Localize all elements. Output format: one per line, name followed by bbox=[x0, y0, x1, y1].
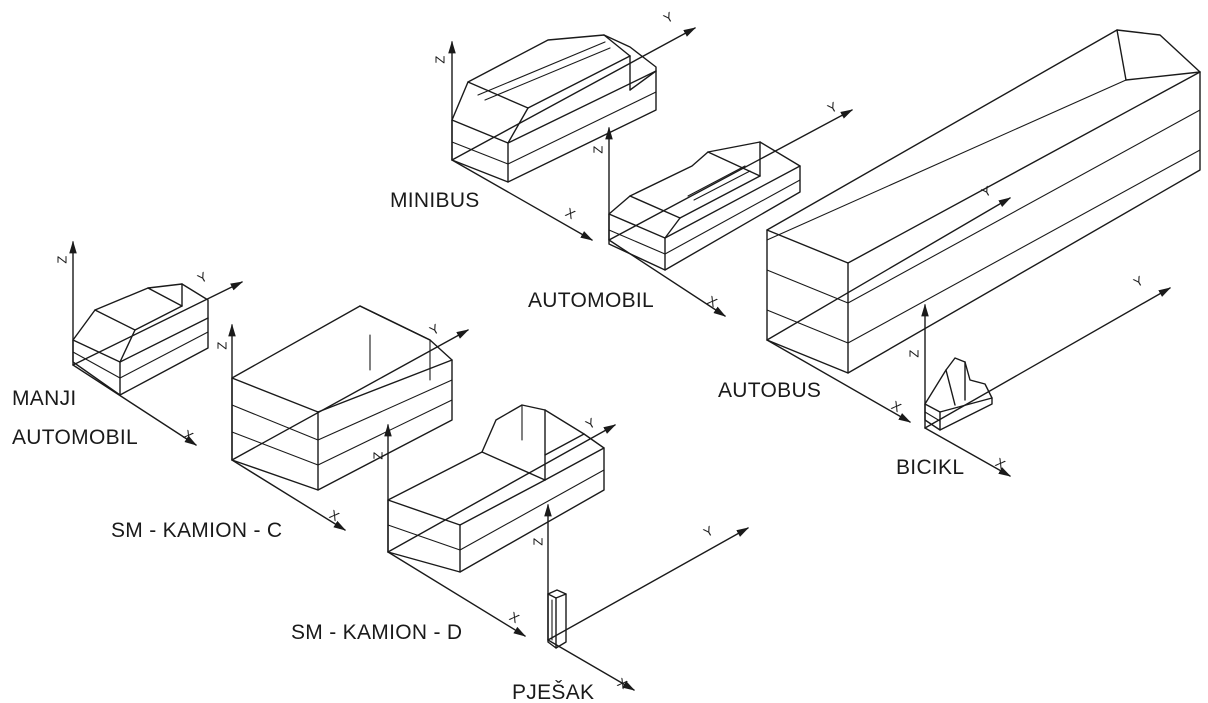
axis-z-label: Z bbox=[530, 537, 546, 546]
pjesak-box bbox=[547, 589, 567, 649]
sm-kamion-c-label: SM - KAMION - C bbox=[111, 519, 283, 542]
minibus-label: MINIBUS bbox=[390, 189, 480, 212]
pjesak-axes bbox=[544, 503, 750, 691]
sm-kamion-d-label: SM - KAMION - D bbox=[291, 621, 463, 644]
axis-z-label: Z bbox=[370, 451, 386, 460]
autobus-axes bbox=[766, 197, 1012, 423]
axis-z-label: Z bbox=[906, 349, 922, 358]
manji-automobil-label-line1: MANJI bbox=[12, 387, 77, 410]
bicikl-box bbox=[924, 357, 993, 431]
axis-z-label: Z bbox=[590, 145, 606, 154]
manji-automobil-label-line2: AUTOMOBIL bbox=[12, 426, 139, 449]
sm-kamion-c-box bbox=[231, 305, 453, 491]
sm-kamion-c-axes bbox=[228, 323, 470, 531]
axis-z-label: Z bbox=[54, 255, 70, 264]
pjesak-label: PJEŠAK bbox=[512, 681, 595, 703]
bicikl-axes bbox=[921, 287, 1172, 477]
sm-kamion-d-axes bbox=[384, 423, 617, 637]
minibus-box bbox=[451, 34, 657, 183]
autobus-label: AUTOBUS bbox=[718, 379, 822, 402]
automobil-box bbox=[608, 141, 801, 271]
axis-z-label: Z bbox=[214, 341, 230, 350]
automobil-axes bbox=[605, 109, 854, 317]
automobil-label: AUTOMOBIL bbox=[528, 289, 655, 312]
autobus-box bbox=[766, 29, 1201, 374]
bicikl-label: BICIKL bbox=[896, 456, 965, 479]
manji-automobil-box bbox=[72, 283, 209, 396]
axis-z-label: Z bbox=[432, 55, 448, 64]
sm-kamion-d-box bbox=[387, 404, 605, 573]
